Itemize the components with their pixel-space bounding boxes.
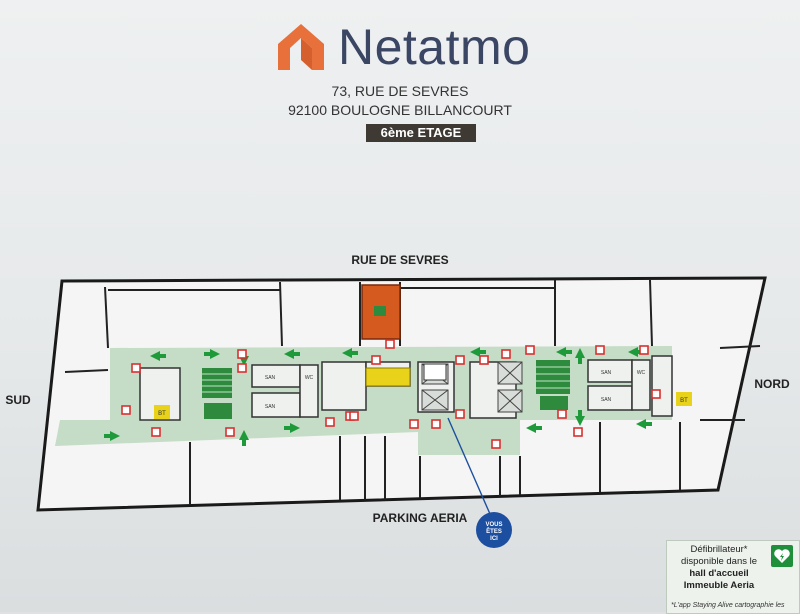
bt-label-north: BT: [680, 398, 688, 404]
san-label-1: SAN: [265, 375, 276, 381]
you-are-here-marker: [476, 512, 512, 548]
bt-panel-north: [676, 392, 692, 406]
room-walls-south: [189, 422, 681, 505]
street-label-top: RUE DE SEVRES: [351, 253, 448, 267]
aed-line-1: Défibrillateur*: [690, 544, 748, 555]
wc-label-1: WC: [305, 375, 314, 381]
warning-panel: [365, 367, 411, 387]
toilet-sign-icon: [423, 363, 447, 381]
side-label-north: NORD: [754, 377, 790, 391]
netatmo-logo-icon: [278, 24, 324, 70]
address-line-1: 73, RUE DE SEVRES: [331, 83, 469, 99]
defibrillator-text: Défibrillateur* disponible dans le hall …: [671, 544, 767, 592]
san-label-3: SAN: [601, 370, 612, 376]
you-are-here-pointer: [447, 417, 491, 515]
bt-panel-south: [154, 405, 170, 419]
floor-label: 6ème ETAGE: [366, 124, 476, 142]
stairs: [202, 360, 570, 419]
parking-label: PARKING AERIA: [373, 511, 468, 525]
you-are-here-line-1: VOUS: [485, 522, 502, 528]
you-are-here-line-3: ICI: [490, 536, 498, 542]
aed-line-2: disponible dans le: [680, 556, 758, 567]
defibrillator-notice: Défibrillateur* disponible dans le hall …: [666, 540, 800, 614]
wc-label-2: WC: [637, 370, 646, 376]
exit-sign-icon: [374, 306, 386, 316]
room-walls-north: [64, 279, 761, 421]
extinguisher-markers: [121, 339, 661, 449]
side-label-south: SUD: [5, 393, 31, 407]
aed-footnote: *L'app Staying Alive cartographie les: [671, 602, 785, 609]
netatmo-header: Netatmo: [276, 14, 530, 80]
san-label-4: SAN: [601, 397, 612, 403]
aed-line-3: hall d'accueil: [689, 568, 749, 579]
you-are-here-line-2: ÊTES: [486, 527, 502, 535]
aed-line-4: Immeuble Aeria: [683, 580, 755, 591]
brand-name: Netatmo: [338, 19, 531, 75]
bt-label-south: BT: [158, 411, 166, 417]
defibrillator-icon: [771, 545, 793, 567]
address-line-2: 92100 BOULOGNE BILLANCOURT: [288, 102, 512, 118]
san-label-2: SAN: [265, 404, 276, 410]
